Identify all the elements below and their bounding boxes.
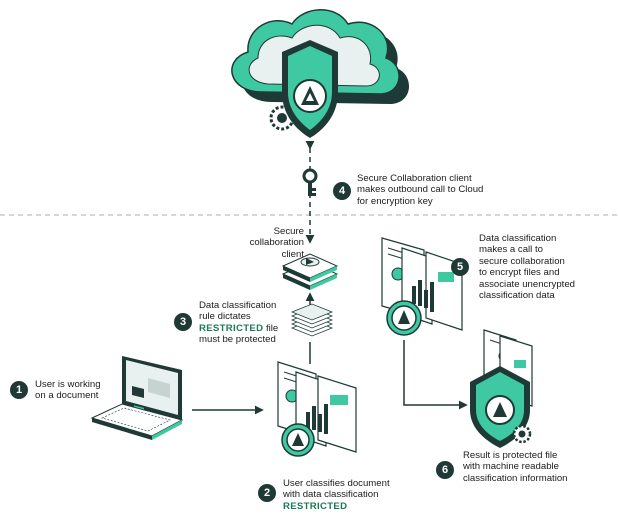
- encryption-to-result-connector: [403, 340, 468, 410]
- step-4-label: Secure Collaboration client makes outbou…: [357, 173, 484, 207]
- server-stack-icon: [281, 253, 339, 290]
- step-6-badge: 6: [436, 461, 454, 479]
- step-6-label: Result is protected file with machine re…: [463, 450, 568, 484]
- secure-collaboration-client-label: Secure collaboration client: [249, 226, 304, 260]
- step-2-badge: 2: [258, 484, 276, 502]
- laptop-icon: [90, 356, 184, 440]
- document-stack-icon: [277, 361, 357, 457]
- shield-icon: [282, 40, 338, 138]
- step-2-label: User classifies document with data class…: [283, 478, 390, 512]
- paper-stack-icon: [290, 303, 334, 337]
- step-4-badge: 4: [333, 182, 351, 200]
- step-3-badge: 3: [174, 313, 192, 331]
- step-1-label: User is working on a document: [35, 379, 101, 402]
- shield-icon: [470, 329, 533, 448]
- step-1-badge: 1: [10, 381, 28, 399]
- step-3-label: Data classification rule dictates RESTRI…: [199, 300, 279, 346]
- step-5-label: Data classification makes a call to secu…: [479, 233, 575, 302]
- restricted-label: RESTRICTED: [199, 322, 264, 334]
- restricted-label: RESTRICTED: [283, 500, 348, 512]
- document-stack-icon: [381, 237, 463, 336]
- step-5-badge: 5: [451, 258, 469, 276]
- key-icon: [302, 168, 318, 196]
